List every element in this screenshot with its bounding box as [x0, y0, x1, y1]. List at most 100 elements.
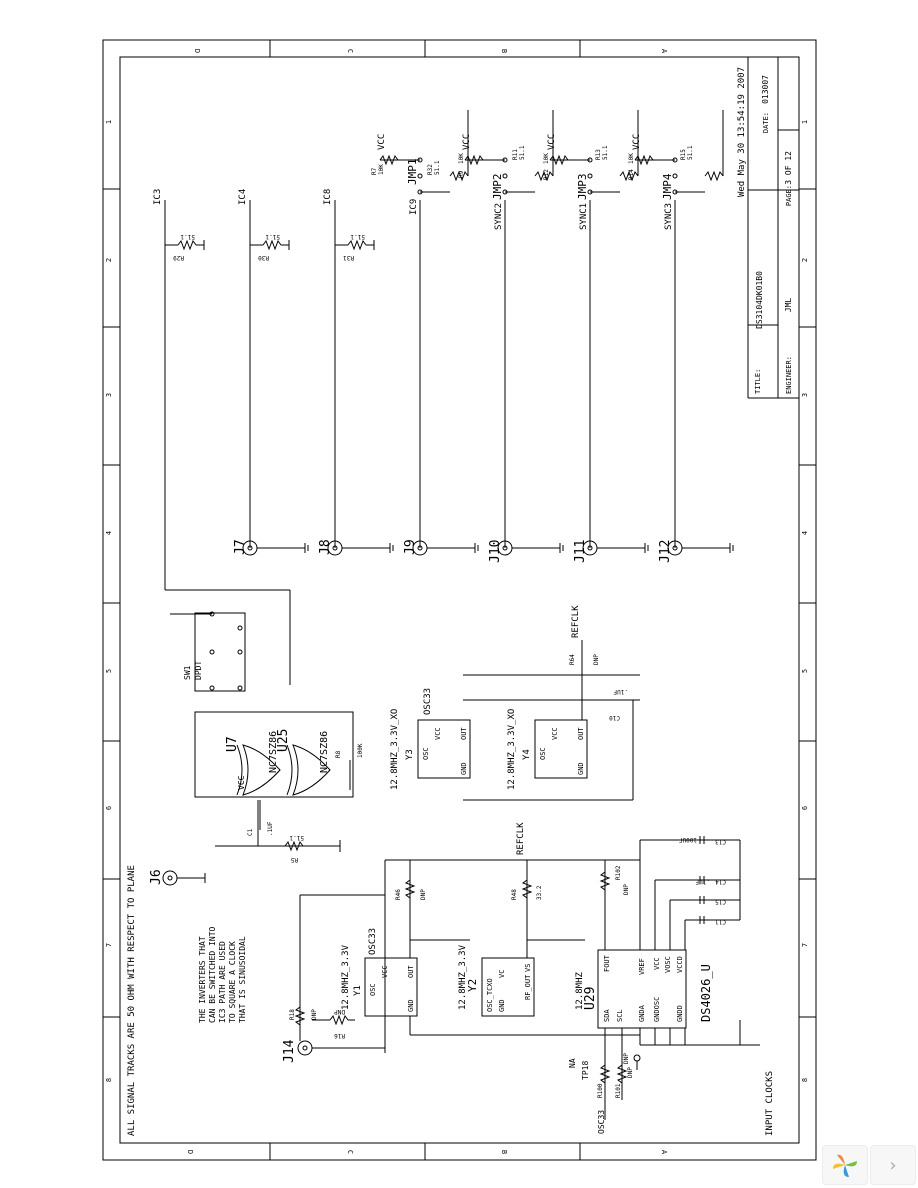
- zone-ticks: [103, 40, 816, 1160]
- r101-val: DNP: [627, 1067, 634, 1078]
- y2-gnd: GND: [498, 999, 506, 1012]
- r11-ref: R11: [512, 149, 519, 160]
- engineer-value: JML: [784, 298, 793, 313]
- j14-network: [294, 894, 385, 1041]
- r9-val: 10K: [458, 153, 465, 164]
- r5-ref: R5: [290, 856, 298, 863]
- y2-ref: Y2: [466, 979, 479, 992]
- r64-ref: R64: [569, 654, 576, 665]
- r7-val: 10K: [378, 164, 385, 175]
- coax-connectors: [162, 540, 734, 1056]
- zone-left-2: 2: [105, 258, 113, 262]
- net-ic3: IC3: [153, 189, 163, 205]
- r18-val: DNP: [311, 1009, 318, 1020]
- zone-left-8: 8: [105, 1078, 113, 1082]
- zone-right-5: 5: [801, 669, 809, 673]
- r8-val: 100K: [357, 743, 364, 758]
- net-sync3: SYNC3: [664, 203, 674, 230]
- u25-part: NC7SZ86: [319, 731, 330, 773]
- y3-gnd: GND: [460, 762, 468, 775]
- y3-ref: Y3: [405, 749, 415, 760]
- zone-bottom-c: C: [346, 1150, 354, 1154]
- r46-ref: R46: [395, 889, 402, 900]
- r102-val: DNP: [623, 884, 630, 895]
- y3-out: OUT: [460, 727, 468, 740]
- j11-label: J11: [573, 540, 588, 563]
- u29-fout: FOUT: [603, 954, 611, 972]
- ic-resistors: [165, 239, 375, 251]
- r48-val: 33.2: [536, 885, 543, 900]
- zone-bottom-a: A: [660, 1150, 668, 1155]
- r11-val: 51.1: [519, 145, 526, 160]
- y4-part: 12.8MHZ_3.3V_XO: [507, 709, 517, 790]
- y3-osc: OSC: [422, 747, 430, 760]
- y3-vcc: VCC: [434, 727, 442, 740]
- zone-bottom-d: D: [186, 1150, 194, 1154]
- u29-part: DS4026_U: [699, 964, 713, 1022]
- u29-scl: SCL: [616, 1009, 624, 1022]
- series-resistors: [404, 871, 611, 899]
- j10-label: J10: [488, 540, 503, 563]
- r14-val: 10K: [628, 153, 635, 164]
- j6-label: J6: [149, 869, 164, 885]
- r15-ref: R15: [680, 149, 687, 160]
- zone-left-6: 6: [105, 806, 113, 810]
- r32-ref: R32: [427, 164, 434, 175]
- zone-left-1: 1: [105, 120, 113, 124]
- r18-ref: R18: [289, 1009, 296, 1020]
- r31-val: 51.1: [350, 233, 365, 240]
- r102-ref: R102: [615, 865, 622, 880]
- y3-part: 12.8MHZ_3.3V_XO: [390, 709, 400, 790]
- zone-right-4: 4: [801, 531, 809, 535]
- na-label: NA: [568, 1058, 577, 1068]
- j7-label: J7: [233, 539, 248, 555]
- c1-val: .1UF: [267, 821, 274, 836]
- c1-ref: C1: [247, 828, 254, 836]
- j9-label: J9: [403, 539, 418, 555]
- refclk-top: REFCLK: [571, 605, 581, 638]
- viewer-logo-button[interactable]: [822, 1145, 868, 1185]
- r30-ref: R30: [258, 254, 269, 261]
- sw1-ref: SW1: [183, 665, 192, 680]
- r16-val: DNP: [334, 1008, 345, 1015]
- r101-ref: R101: [615, 1083, 622, 1098]
- osc-y2: [481, 860, 585, 1017]
- u25-ref: U25: [276, 729, 291, 752]
- r9-ref: R9: [458, 170, 465, 178]
- y1-vcc: VCC: [381, 965, 389, 978]
- r16-ref: R16: [334, 1032, 345, 1039]
- y3-pwr: OSC33: [423, 688, 433, 715]
- y2-part: 12.8MHZ_3.3V: [458, 944, 468, 1010]
- c11-ref: C11: [715, 918, 726, 925]
- y1-out: OUT: [407, 965, 415, 978]
- r5-val: 51.1: [289, 834, 304, 841]
- u29-vosc: VOSC: [664, 956, 672, 973]
- vcc-jmp3: VCC: [547, 134, 557, 150]
- u29-gnda: GNDA: [638, 1004, 646, 1022]
- r31-ref: R31: [343, 254, 354, 261]
- sw1-type: DPDT: [194, 661, 203, 680]
- y2-osc-tcxo: OSC_TCXO: [486, 978, 494, 1012]
- r46-val: DNP: [420, 889, 427, 900]
- u29-chip: [597, 839, 760, 1046]
- y4-vcc: VCC: [551, 727, 559, 740]
- engineer-label: ENGINEER:: [785, 356, 793, 394]
- r7-ref: R7: [371, 167, 378, 175]
- u29-freq: 12.8MHZ: [575, 971, 585, 1010]
- y1-osc: OSC: [369, 983, 377, 996]
- zone-right-2: 2: [801, 258, 809, 262]
- next-page-button[interactable]: ›: [870, 1145, 916, 1185]
- r13-val: 51.1: [602, 145, 609, 160]
- u29-vref: VREF: [638, 958, 646, 975]
- u7-vcc: VCC: [237, 775, 246, 790]
- zone-right-3: 3: [801, 393, 809, 397]
- r15-val: 51.1: [687, 145, 694, 160]
- net-ic4: IC4: [238, 189, 248, 205]
- date-value: 013007: [761, 75, 770, 104]
- jmp2-label: JMP2: [491, 174, 504, 201]
- title-label: TITLE:: [754, 369, 762, 394]
- osc-y3-y4: [417, 640, 640, 801]
- net-sync1: SYNC1: [579, 203, 589, 230]
- r12-val: 10K: [543, 153, 550, 164]
